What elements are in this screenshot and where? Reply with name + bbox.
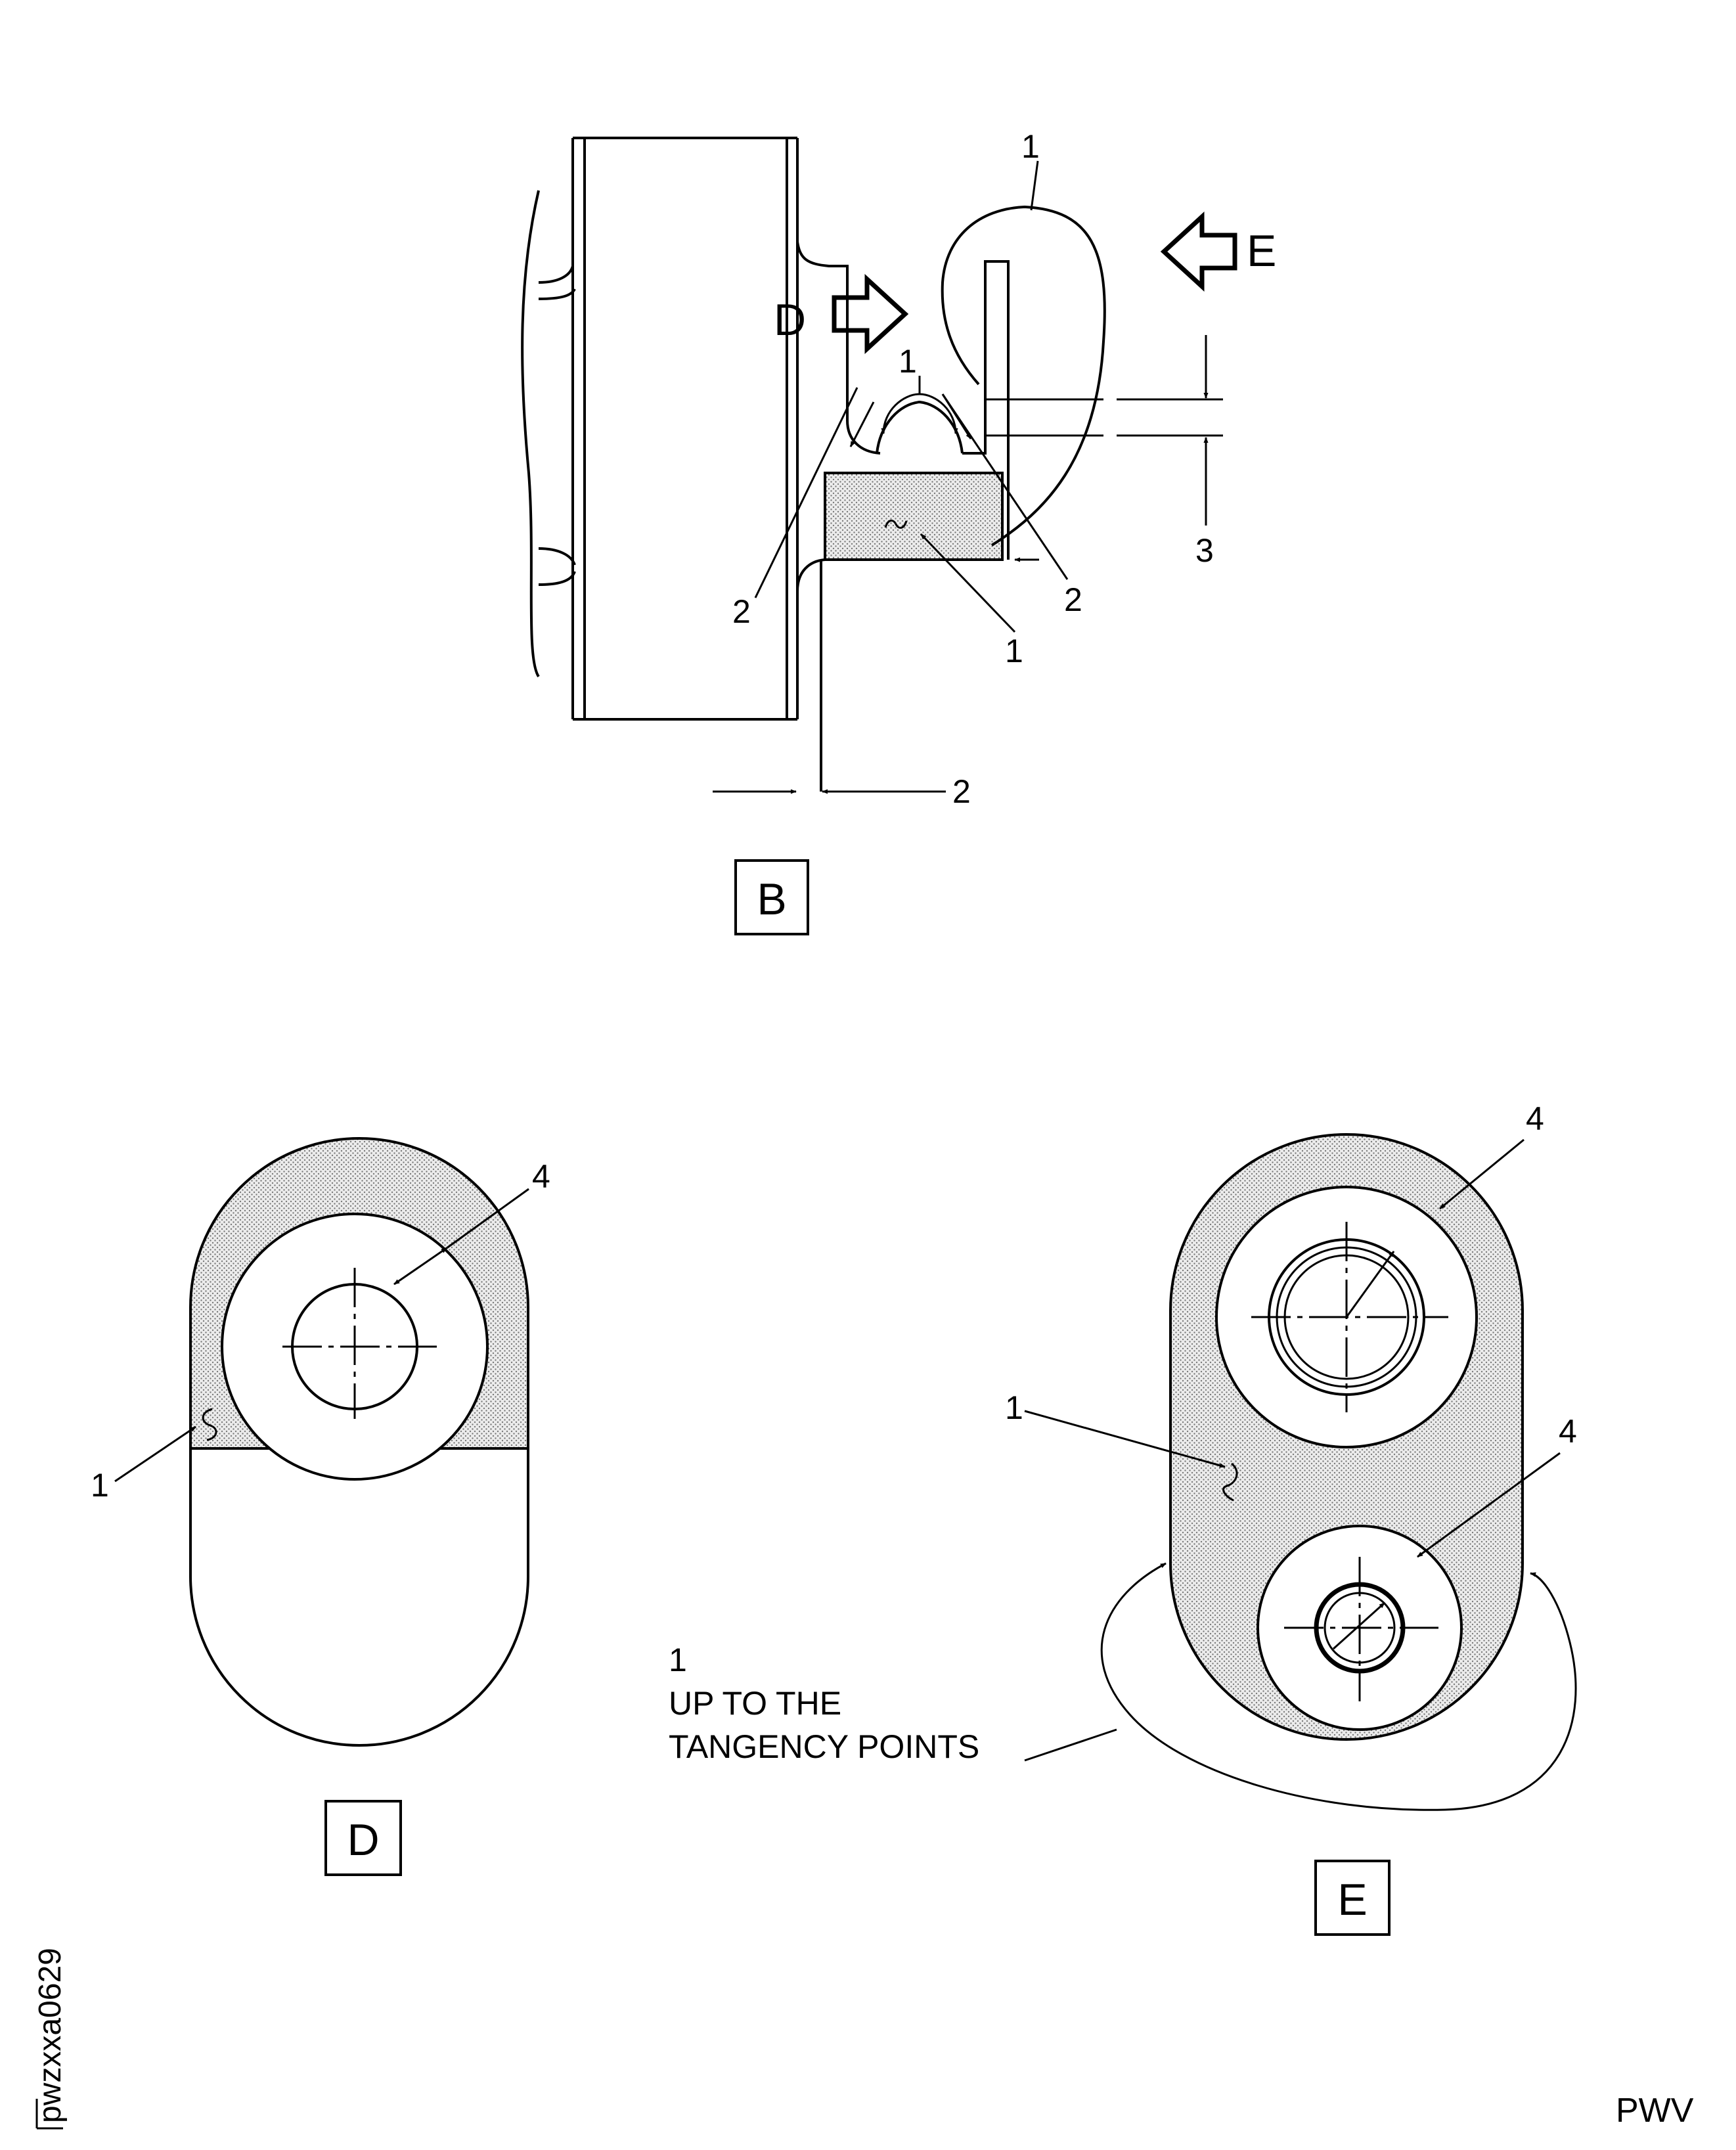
view-b-bracket [796,205,1106,792]
note-line-2: TANGENCY POINTS [669,1728,979,1765]
callout-e-4-bottom: 4 [1559,1413,1577,1450]
view-d-title: D [347,1815,379,1865]
view-e-arrow-label: E [1247,226,1276,276]
callout-b-2-bottom: 2 [952,773,971,810]
view-e-note: 1 UP TO THE TANGENCY POINTS [669,1642,979,1765]
callout-d-1: 1 [91,1467,109,1504]
callout-b-3: 3 [1195,532,1214,569]
figure-id-text: pwzxxa0629 [33,1948,68,2123]
view-b-leaders [713,160,1223,794]
view-e-title-box [1314,1860,1391,1936]
view-b-title-box [734,859,809,935]
figure-id: pwzxxa0629 [33,1948,68,2130]
view-e-direction-arrow [1160,212,1237,292]
callout-e-1: 1 [1005,1389,1023,1426]
callout-b-2-right: 2 [1064,581,1082,618]
view-b-shaft [521,137,799,721]
callout-b-2-left: 2 [732,593,751,630]
callout-b-1-bottom: 1 [1005,633,1023,669]
view-d-arrow-label: D [774,295,806,345]
view-b: D E 1 1 1 2 2 2 3 B [521,128,1276,935]
note-number: 1 [669,1642,687,1678]
view-d: 4 1 D [91,1137,550,1876]
view-b-direction-arrows: D E [774,212,1276,354]
view-d-direction-arrow [832,274,909,354]
view-e: 4 4 1 1 UP TO THE TANGENCY POINTS E [669,1100,1577,1936]
callout-e-4-top: 4 [1526,1100,1544,1137]
view-b-title: B [757,874,786,924]
note-line-1: UP TO THE [669,1685,841,1722]
view-e-title: E [1337,1875,1367,1925]
corner-code: PWV [1616,2092,1694,2130]
callout-b-1-top: 1 [1021,128,1040,165]
callout-d-4: 4 [532,1158,550,1195]
view-d-title-box [324,1800,402,1876]
callout-b-1-mid: 1 [899,343,917,380]
